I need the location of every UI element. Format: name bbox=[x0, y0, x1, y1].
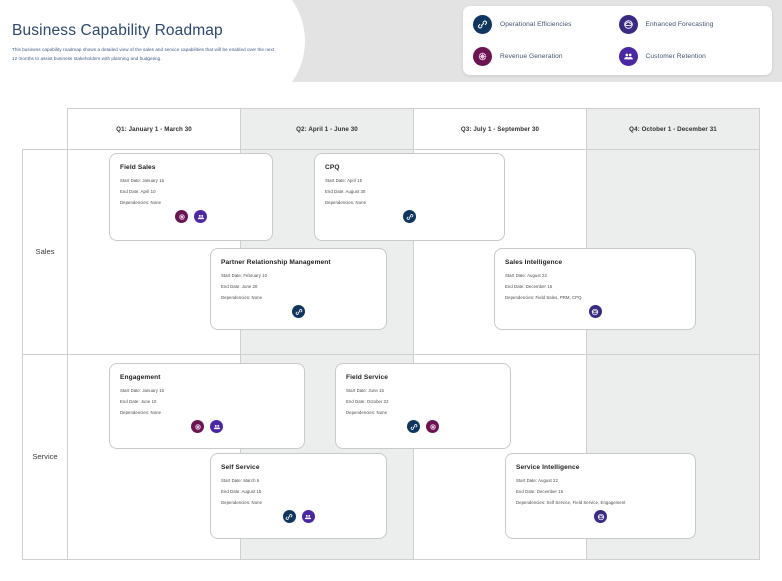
capability-end-date: End Date: December 15 bbox=[505, 283, 553, 289]
capability-end-date: End Date: June 20 bbox=[221, 283, 258, 289]
capability-end-date: End Date: August 30 bbox=[325, 188, 366, 194]
capability-card-service-intelligence[interactable]: Service Intelligence Start Date: August … bbox=[505, 453, 696, 539]
capability-icons bbox=[346, 420, 500, 434]
capability-dependencies: Dependencies: None bbox=[346, 409, 388, 415]
capability-icons bbox=[505, 305, 685, 319]
capability-icons bbox=[221, 510, 376, 524]
capability-title: Sales Intelligence bbox=[505, 259, 563, 266]
capability-card-self-service[interactable]: Self Service Start Date: March 6 End Dat… bbox=[210, 453, 387, 539]
header-text-block: Business Capability Roadmap This busines… bbox=[12, 22, 280, 64]
legend-card: Operational Efficiencies Enhanced Foreca… bbox=[463, 6, 772, 75]
capability-title: CPQ bbox=[325, 164, 340, 171]
people-retention-icon bbox=[210, 420, 223, 434]
capability-start-date: Start Date: April 15 bbox=[325, 178, 363, 183]
capability-icons bbox=[120, 210, 262, 224]
flower-revenue-icon bbox=[426, 420, 439, 434]
flower-revenue-icon bbox=[191, 420, 204, 434]
capability-dependencies: Dependencies: None bbox=[120, 409, 162, 415]
cloud-forecast-icon bbox=[618, 15, 638, 35]
row-label-sales: Sales bbox=[23, 150, 68, 354]
capability-cards-layer: Field Sales Start Date: January 15 End D… bbox=[22, 149, 760, 560]
capability-start-date: Start Date: June 15 bbox=[346, 388, 384, 393]
capability-end-date: End Date: October 22 bbox=[346, 398, 389, 404]
row-label-service: Service bbox=[23, 354, 68, 559]
people-retention-icon bbox=[301, 510, 315, 524]
capability-end-date: End Date: August 15 bbox=[221, 488, 262, 494]
capability-start-date: Start Date: March 6 bbox=[221, 478, 260, 483]
legend-label: Customer Retention bbox=[645, 52, 706, 60]
capability-dependencies: Dependencies: Field Sales, PRM, CPQ bbox=[505, 294, 582, 300]
capability-start-date: Start Date: August 22 bbox=[505, 273, 547, 278]
capability-card-field-service[interactable]: Field Service Start Date: June 15 End Da… bbox=[335, 363, 511, 449]
chain-link-icon bbox=[407, 420, 420, 434]
cloud-forecast-icon bbox=[594, 510, 607, 524]
capability-icons bbox=[325, 210, 494, 224]
capability-dependencies: Dependencies: None bbox=[221, 499, 263, 505]
capability-dependencies: Dependencies: None bbox=[325, 199, 367, 205]
people-retention-icon bbox=[618, 46, 638, 66]
capability-card-cpq[interactable]: CPQ Start Date: April 15 End Date: Augus… bbox=[314, 153, 505, 241]
chain-link-icon bbox=[403, 210, 416, 224]
capability-start-date: Start Date: August 22 bbox=[516, 478, 558, 483]
people-retention-icon bbox=[194, 210, 207, 224]
legend-item-revenue-generation[interactable]: Revenue Generation bbox=[473, 46, 619, 66]
capability-card-engagement[interactable]: Engagement Start Date: January 15 End Da… bbox=[109, 363, 305, 449]
capability-dependencies: Dependencies: Self Service, Field Servic… bbox=[516, 499, 626, 505]
capability-start-date: Start Date: January 15 bbox=[120, 178, 165, 183]
legend-item-enhanced-forecasting[interactable]: Enhanced Forecasting bbox=[618, 15, 765, 35]
quarter-header-q2: Q2: April 1 - June 30 bbox=[241, 109, 414, 149]
capability-title: Self Service bbox=[221, 464, 260, 471]
capability-icons bbox=[516, 510, 685, 524]
quarter-header-q3: Q3: July 1 - September 30 bbox=[414, 109, 587, 149]
page-title: Business Capability Roadmap bbox=[12, 22, 223, 39]
capability-title: Engagement bbox=[120, 374, 161, 381]
capability-start-date: Start Date: January 15 bbox=[120, 388, 165, 393]
capability-end-date: End Date: June 10 bbox=[120, 398, 157, 404]
capability-end-date: End Date: December 15 bbox=[516, 488, 564, 494]
flower-revenue-icon bbox=[473, 46, 492, 66]
legend-item-operational-efficiencies[interactable]: Operational Efficiencies bbox=[473, 15, 619, 35]
capability-dependencies: Dependencies: None bbox=[221, 294, 263, 300]
capability-end-date: End Date: April 10 bbox=[120, 188, 156, 194]
capability-icons bbox=[221, 305, 376, 319]
capability-dependencies: Dependencies: None bbox=[120, 199, 162, 205]
capability-start-date: Start Date: February 10 bbox=[221, 273, 268, 278]
capability-card-sales-intelligence[interactable]: Sales Intelligence Start Date: August 22… bbox=[494, 248, 696, 330]
capability-title: Field Sales bbox=[120, 164, 156, 171]
legend-label: Revenue Generation bbox=[500, 52, 563, 60]
capability-title: Partner Relationship Management bbox=[221, 259, 331, 266]
legend-label: Operational Efficiencies bbox=[500, 21, 572, 29]
capability-title: Service Intelligence bbox=[516, 464, 580, 471]
quarter-header-q1: Q1: January 1 - March 30 bbox=[68, 109, 241, 149]
flower-revenue-icon bbox=[175, 210, 188, 224]
capability-title: Field Service bbox=[346, 374, 388, 381]
header-white-shape bbox=[0, 0, 305, 112]
chain-link-icon bbox=[282, 510, 296, 524]
cloud-forecast-icon bbox=[588, 305, 602, 319]
legend-label: Enhanced Forecasting bbox=[645, 21, 714, 29]
chain-link-icon bbox=[473, 15, 492, 35]
roadmap-grid: Q1: January 1 - March 30 Q2: April 1 - J… bbox=[22, 108, 760, 560]
page-subtitle: This business capability roadmap shows a… bbox=[12, 46, 275, 61]
legend-item-customer-retention[interactable]: Customer Retention bbox=[618, 46, 765, 66]
capability-card-field-sales[interactable]: Field Sales Start Date: January 15 End D… bbox=[109, 153, 273, 241]
quarter-header-q4: Q4: October 1 - December 31 bbox=[587, 109, 759, 149]
capability-card-partner-relationship-management[interactable]: Partner Relationship Management Start Da… bbox=[210, 248, 387, 330]
quarter-header-row: Q1: January 1 - March 30 Q2: April 1 - J… bbox=[67, 108, 760, 149]
capability-icons bbox=[120, 420, 294, 434]
chain-link-icon bbox=[292, 305, 305, 319]
